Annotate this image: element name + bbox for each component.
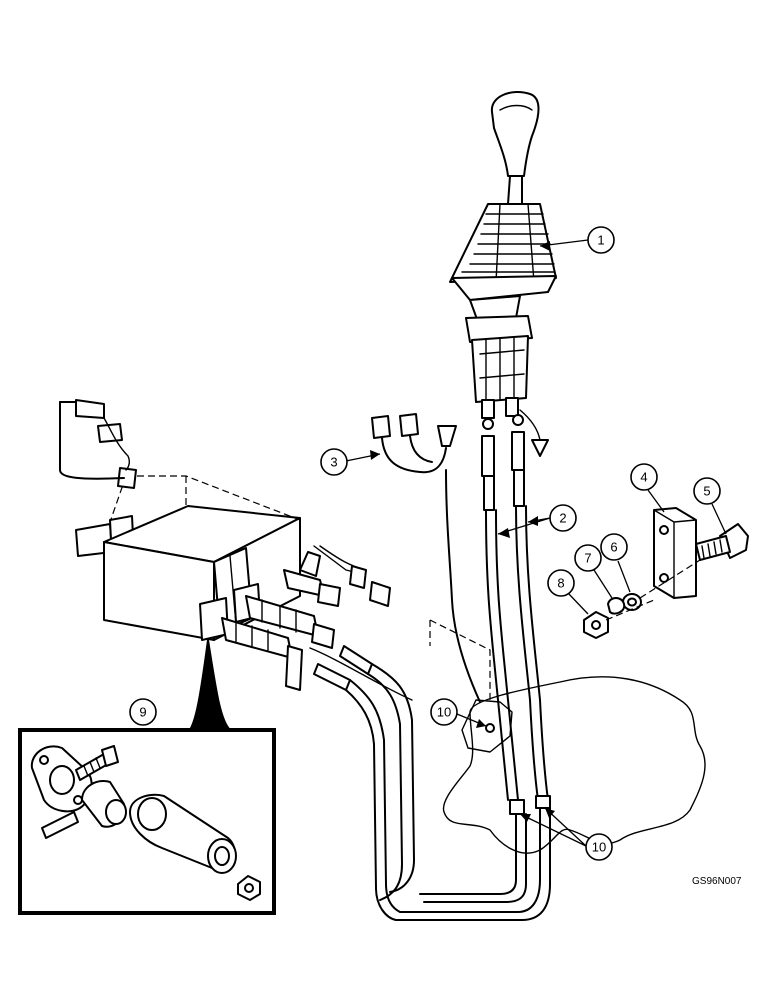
svg-text:8: 8 (557, 576, 564, 591)
callout-7: 7 (574, 544, 602, 572)
callout-6: 6 (600, 533, 628, 561)
control-cables (395, 414, 551, 921)
svg-text:3: 3 (330, 455, 337, 470)
svg-text:9: 9 (139, 705, 146, 720)
callout-5: 5 (693, 477, 721, 505)
svg-text:1: 1 (597, 233, 604, 248)
callout-2: 2 (549, 504, 577, 532)
joystick-assembly (449, 91, 557, 457)
detail-inset (18, 639, 276, 915)
callout-9: 9 (129, 698, 157, 726)
drawing-code: GS96N007 (692, 876, 742, 887)
control-valve (59, 399, 491, 700)
valve-rods (309, 645, 415, 921)
svg-text:10: 10 (437, 705, 451, 720)
floor-outline (442, 676, 706, 854)
callout-4: 4 (630, 463, 658, 491)
callout-3: 3 (320, 448, 348, 476)
callout-10-upper: 10 (430, 698, 458, 726)
svg-text:4: 4 (640, 470, 647, 485)
callouts: 1 2 3 4 5 6 (129, 226, 727, 861)
callout-1: 1 (587, 226, 615, 254)
svg-text:7: 7 (584, 551, 591, 566)
callout-10-lower: 10 (585, 833, 613, 861)
mounting-hardware (583, 507, 749, 639)
svg-text:6: 6 (610, 540, 617, 555)
electrical-harness (371, 413, 481, 703)
svg-text:10: 10 (592, 840, 606, 855)
svg-text:2: 2 (559, 511, 566, 526)
callout-8: 8 (547, 569, 575, 597)
svg-text:5: 5 (703, 484, 710, 499)
